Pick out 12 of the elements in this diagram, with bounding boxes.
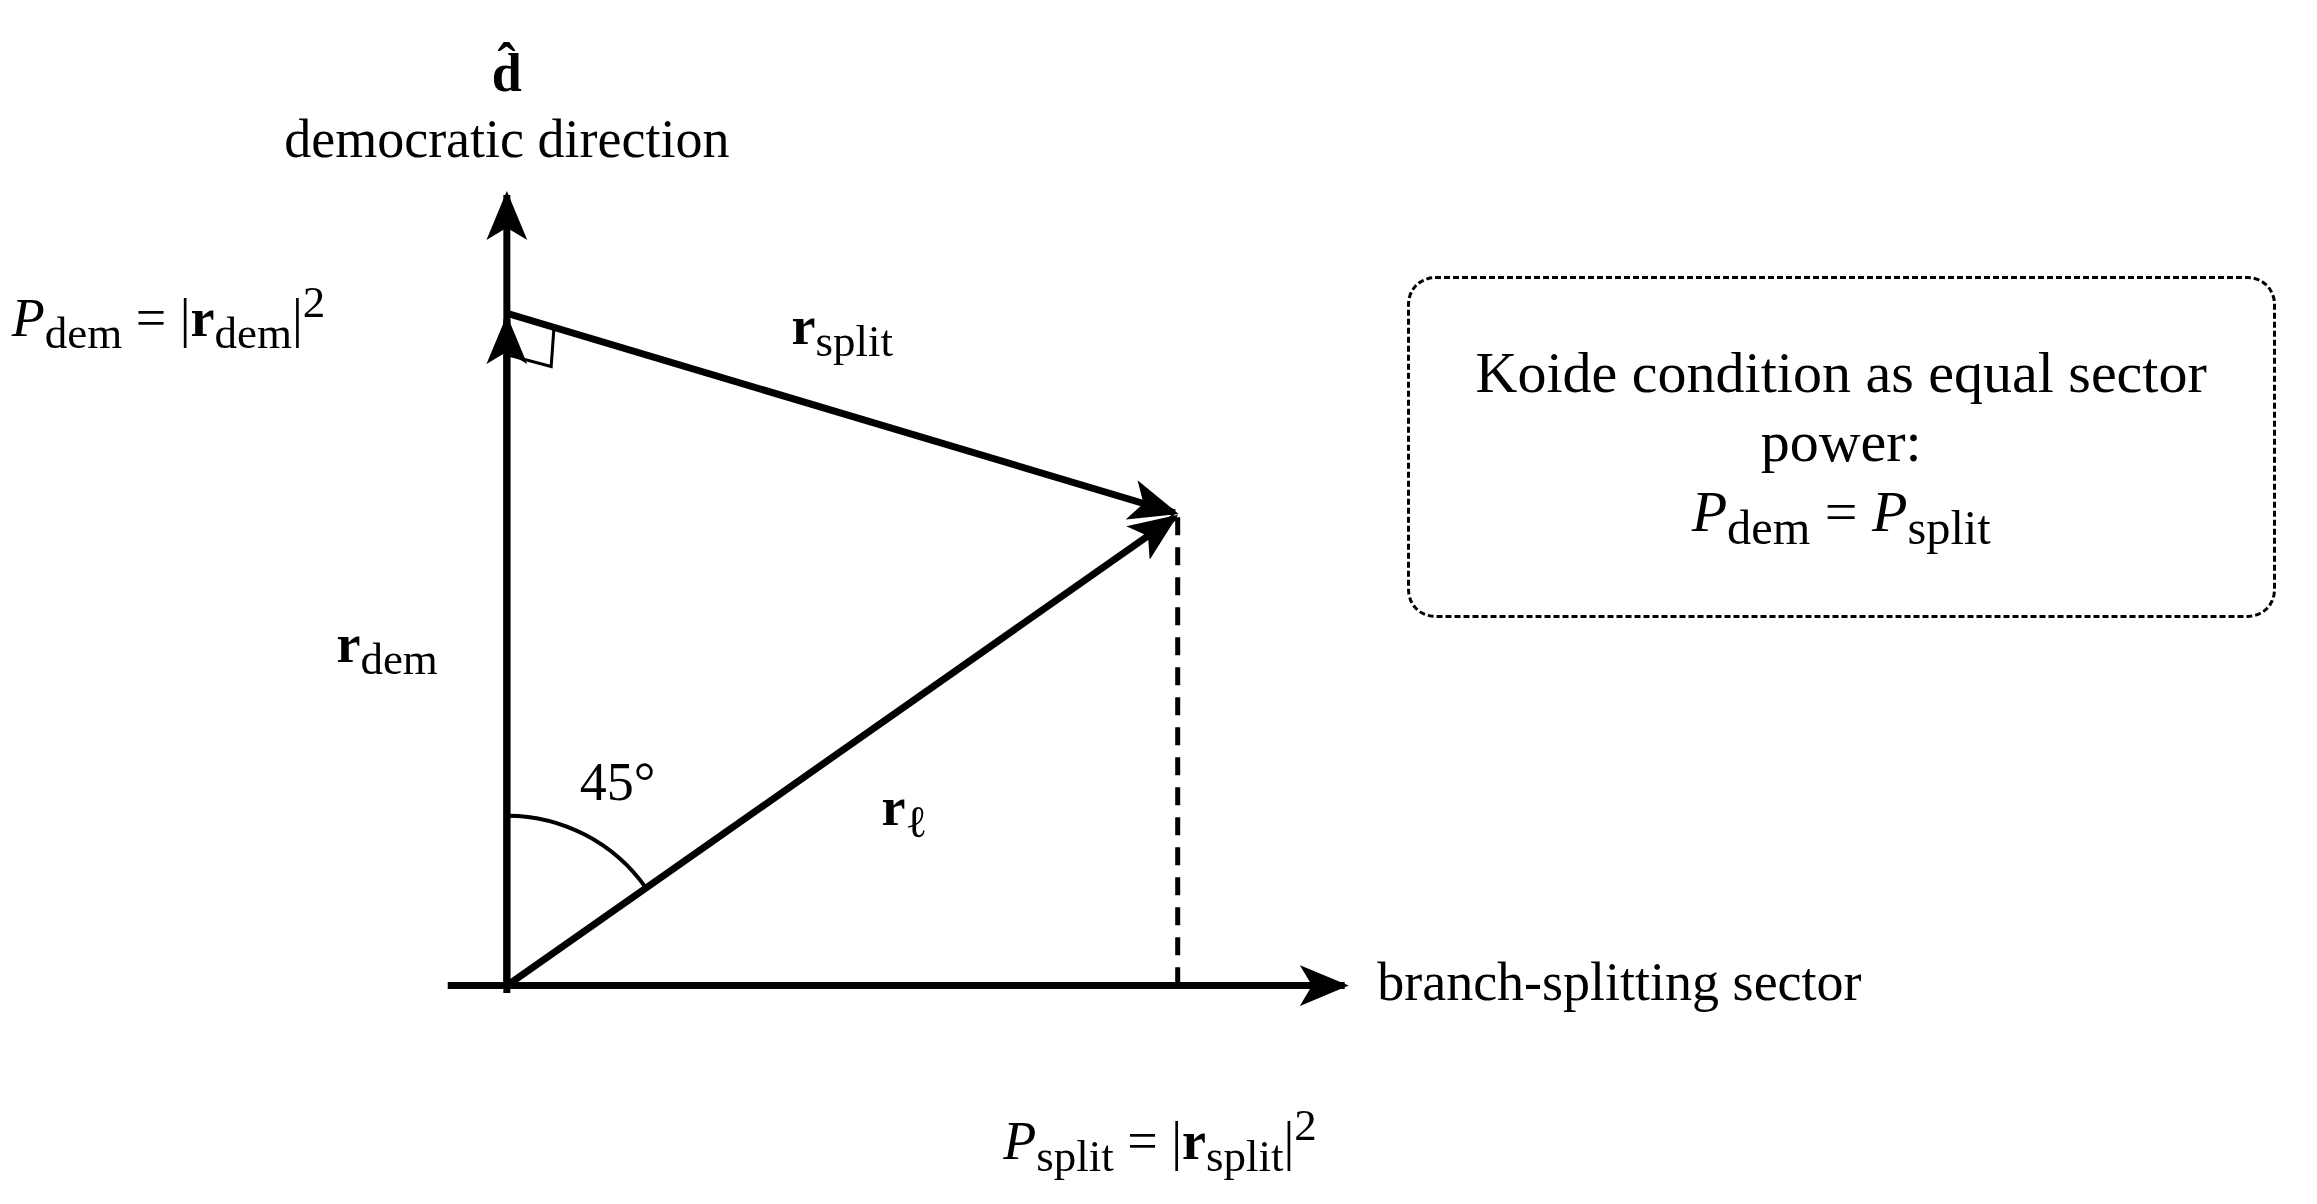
note-text: Koide condition as equal sector power: (1474, 338, 2208, 477)
vector-symbol: d̂ (491, 44, 522, 104)
vector-label: r$_{split}$ (791, 297, 893, 368)
formula-text: P$_{dem}$ = P$_{split}$ (1691, 477, 1991, 556)
angle-label: 45° (579, 753, 656, 813)
note-box (1406, 276, 2276, 618)
vector-label: r$_{ℓ}$ (881, 778, 928, 848)
axis-label: branch-splitting sector (1377, 952, 1862, 1013)
vector-label: r$_{dem}$ (336, 615, 438, 685)
formula-label: P$_{split}$ = |r$_{split}$|$^{2}$ (1003, 1100, 1317, 1181)
formula-label: P$_{dem}$ = |r$_{dem}$|$^{2}$ (11, 277, 326, 358)
axis-label: democratic direction (284, 110, 730, 171)
